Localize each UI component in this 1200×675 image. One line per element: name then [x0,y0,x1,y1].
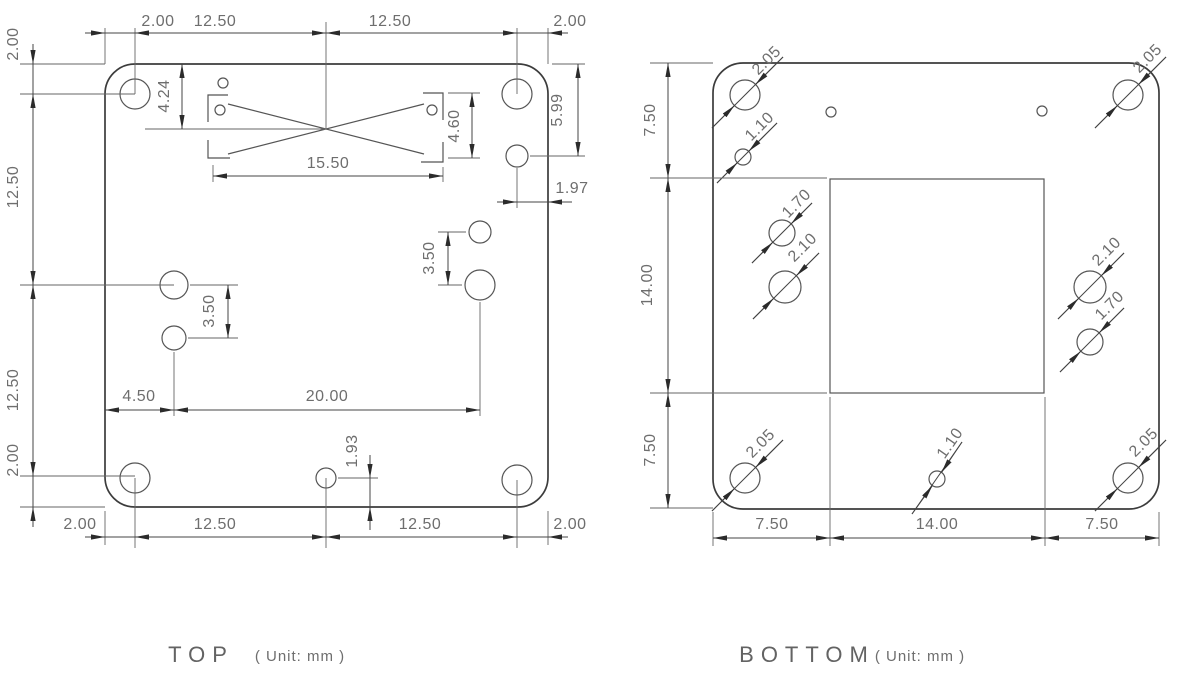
small-hole [928,470,946,488]
pin-hole [426,104,438,116]
dim-label: 4.24 [156,79,173,112]
bottom-view-holes [729,79,1144,494]
view-title-top: TOP [168,642,234,667]
mounting-hole [729,79,761,111]
hole [768,219,796,247]
small-hole [468,220,492,244]
small-hole [505,144,529,168]
top-view-dimension-lines [30,30,581,540]
bottom-view-dimension-lines [665,63,1159,541]
dim-label: 12.50 [399,516,442,533]
diameter-leaders [711,56,1167,515]
hole [464,269,496,301]
dim-label: 2.00 [63,516,96,533]
dim-label: 14.00 [639,264,656,307]
dim-label: 12.50 [194,13,237,30]
mounting-hole [1112,79,1144,111]
dim-label: 2.00 [141,13,174,30]
dim-label: 3.50 [421,241,438,274]
dim-label: 2.00 [5,443,22,476]
dim-label: 20.00 [306,388,349,405]
dim-label: 1.93 [344,434,361,467]
dim-label: 2.00 [5,27,22,60]
dim-label: 2.00 [553,13,586,30]
pin-hole [1036,105,1048,117]
mounting-hole [1112,462,1144,494]
hole [161,325,187,351]
dim-label: 5.99 [549,93,566,126]
dim-label: 12.50 [369,13,412,30]
small-hole [734,148,752,166]
mounting-hole [729,462,761,494]
dim-label: 1.97 [555,180,588,197]
dim-label: 4.60 [446,109,463,142]
view-unit-bottom: ( Unit: mm ) [875,648,965,665]
dim-label: 7.50 [642,433,659,466]
pin-hole [217,77,229,89]
component-window [829,178,1045,394]
dim-label: 4.50 [122,388,155,405]
view-title-bottom: BOTTOM [739,642,875,667]
dim-label: 15.50 [307,155,350,172]
dim-label: 7.50 [642,103,659,136]
dim-label: 12.50 [5,166,22,209]
view-unit-top: ( Unit: mm ) [255,648,345,665]
top-view: 2.00 12.50 12.50 2.00 2.00 12.50 12.50 2… [5,13,588,667]
bottom-view-extension-lines [650,62,1160,546]
hole [1073,270,1107,304]
dim-label: 2.00 [553,516,586,533]
dim-label: 7.50 [755,516,788,533]
hole [768,270,802,304]
pin-hole [825,106,837,118]
dim-label: 14.00 [916,516,959,533]
pcb-outline-top [104,63,549,508]
dim-label: 3.50 [201,294,218,327]
pin-hole [214,104,226,116]
dim-label: 12.50 [5,369,22,412]
top-view-dimension-labels: 2.00 12.50 12.50 2.00 2.00 12.50 12.50 2… [5,13,588,533]
pcb-outline-bottom [712,62,1160,510]
dim-label: 12.50 [194,516,237,533]
dim-label: 7.50 [1085,516,1118,533]
hole [1076,328,1104,356]
